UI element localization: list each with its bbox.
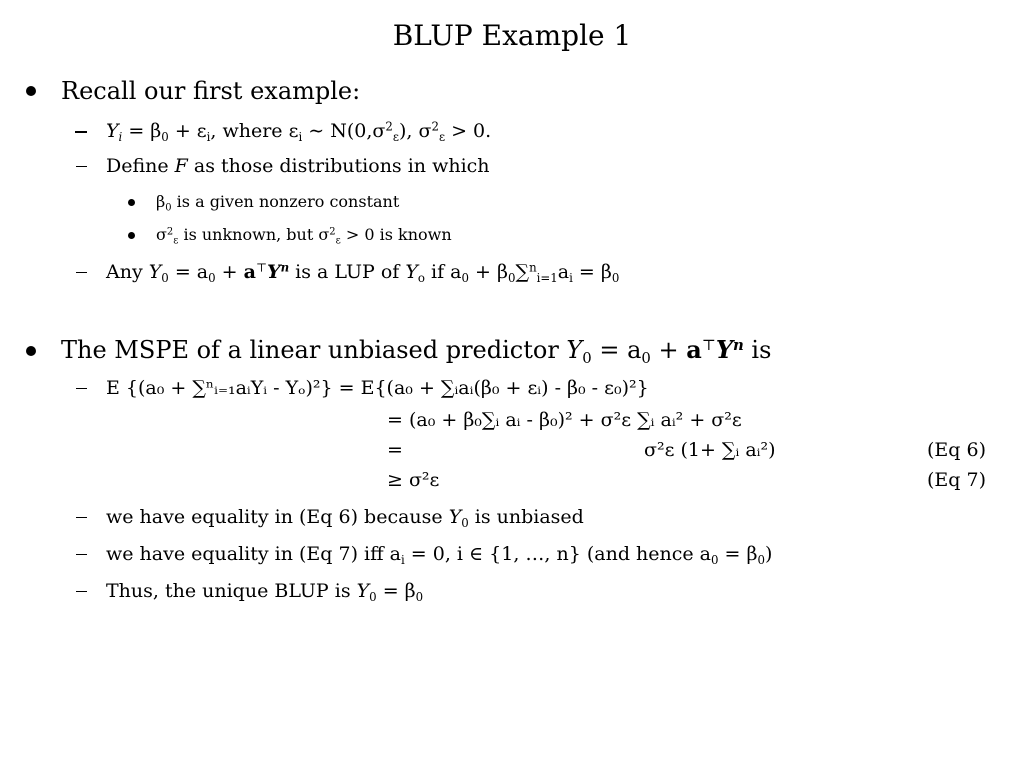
equation-line-3-rhs: σ²ε (1+ ∑ᵢ aᵢ²): [644, 439, 776, 461]
slide-title: BLUP Example 1: [392, 19, 632, 52]
beta0-constant-line: β0 is a given nonzero constant: [156, 192, 400, 214]
dash-icon: [76, 388, 87, 389]
mspe-heading: The MSPE of a linear unbiased predictor …: [61, 335, 772, 368]
define-line: Define F as those distributions in which: [106, 155, 490, 177]
equation-label-6: (Eq 6): [927, 439, 986, 461]
bullet-icon: [128, 199, 135, 206]
dash-icon: [76, 272, 87, 273]
equation-line-2: = (a₀ + β₀∑ᵢ aᵢ - β₀)² + σ²ε ∑ᵢ aᵢ² + σ²…: [387, 409, 742, 431]
model-line: Yi = β0 + εi, where εi ∼ N(0,σ2ε), σ2ε >…: [106, 119, 492, 145]
dash-icon: [76, 166, 87, 167]
equality-eq7-line: we have equality in (Eq 7) iff ai = 0, i…: [106, 543, 773, 568]
dash-icon: [76, 554, 87, 555]
recall-heading: Recall our first example:: [61, 77, 361, 105]
bullet-icon: [26, 86, 36, 96]
equation-label-7: (Eq 7): [927, 469, 986, 491]
equation-line-4: ≥ σ²ε: [387, 469, 440, 491]
equality-eq6-line: we have equality in (Eq 6) because Y0 is…: [106, 506, 584, 531]
dash-icon: [76, 517, 87, 518]
equation-line-1: E {(a₀ + ∑ⁿᵢ₌₁aᵢYᵢ - Yₒ)²} = E{(a₀ + ∑ᵢa…: [106, 377, 649, 399]
equation-line-3-eq: =: [387, 439, 403, 461]
bullet-icon: [26, 346, 36, 356]
dash-icon: [75, 131, 87, 133]
bullet-icon: [128, 232, 135, 239]
unique-blup-line: Thus, the unique BLUP is Y0 = β0: [106, 580, 424, 605]
sigma-unknown-line: σ2ε is unknown, but σ2ε > 0 is known: [156, 225, 452, 247]
dash-icon: [76, 591, 87, 592]
lup-line: Any Y0 = a0 + a⊤Yn is a LUP of Yo if a0 …: [106, 260, 620, 286]
